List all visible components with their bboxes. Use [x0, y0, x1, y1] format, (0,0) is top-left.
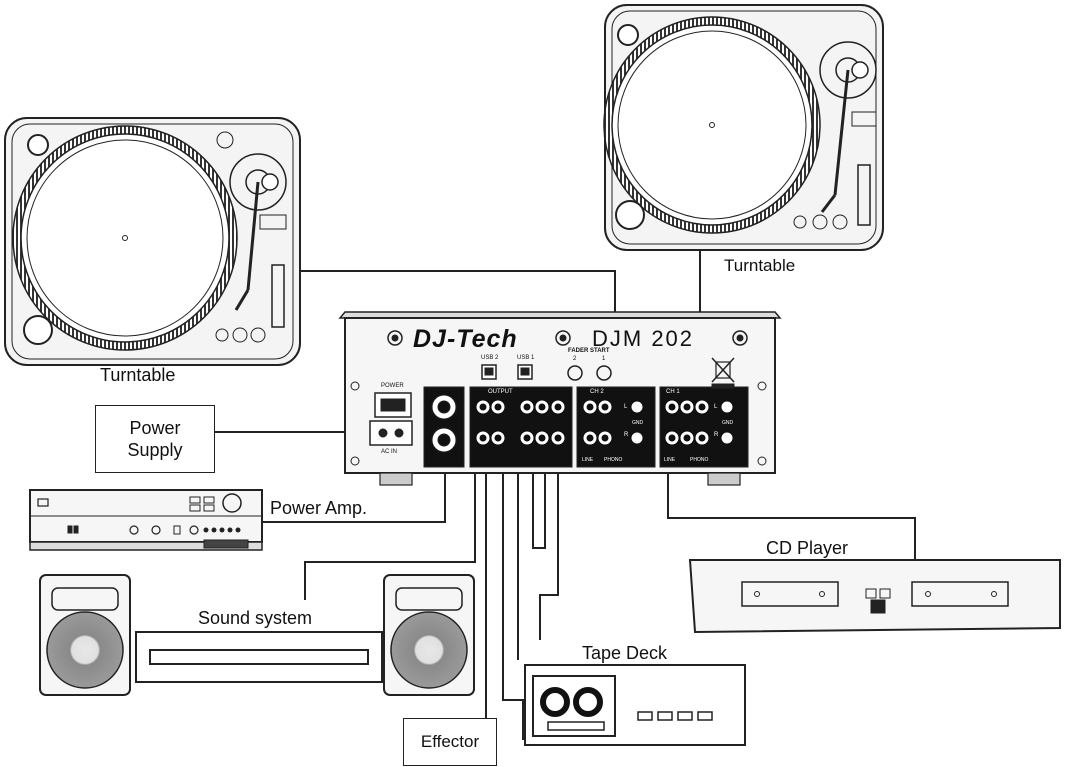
gnd-terminal — [720, 431, 734, 445]
rca-jack-center — [586, 403, 594, 411]
speaker-right-icon — [383, 574, 475, 696]
cable-power-amp — [262, 470, 446, 523]
ch2-label: CH 2 — [590, 389, 604, 395]
turntable-left-icon — [4, 117, 301, 366]
usb2-label: USB 2 — [481, 355, 499, 361]
ch1-phono-label: PHONO — [690, 457, 709, 463]
gnd-terminal — [630, 431, 644, 445]
sound-system-label: Sound system — [198, 608, 313, 628]
tape-deck-label: Tape Deck — [582, 643, 668, 663]
ch1-label: CH 1 — [666, 389, 680, 395]
ch1-line-label: LINE — [664, 457, 676, 463]
rca-jack-center — [554, 403, 562, 411]
rca-jack-center — [479, 403, 487, 411]
speaker-left-icon — [39, 574, 131, 696]
receiver-icon — [135, 631, 383, 683]
cable-effector-2 — [502, 470, 524, 740]
usb1-label: USB 1 — [517, 355, 535, 361]
rca-jack-center — [494, 434, 502, 442]
power-amp-label: Power Amp. — [270, 498, 368, 518]
rca-jack-center — [601, 403, 609, 411]
cable-tape-deck-3 — [532, 470, 546, 549]
power-supply-label: Power Supply — [127, 418, 183, 460]
rca-jack-center — [494, 403, 502, 411]
ch2-r-label: R — [624, 432, 629, 438]
rca-jack-center — [698, 434, 706, 442]
cable-sound-system — [304, 470, 476, 600]
turntable-right-icon — [603, 4, 884, 251]
fader-2-label: 2 — [573, 356, 577, 362]
rca-jack-center — [586, 434, 594, 442]
rca-jack-center — [668, 403, 676, 411]
rca-jack-center — [683, 434, 691, 442]
mixer-icon — [338, 311, 782, 486]
turntable-right-label: Turntable — [724, 256, 796, 275]
ch2-gnd-label: GND — [632, 420, 644, 426]
gnd-terminal — [720, 400, 734, 414]
effector-label: Effector — [420, 732, 480, 751]
turntable-left-label: Turntable — [100, 365, 176, 385]
output-label: OUTPUT — [488, 389, 513, 395]
cd-player-icon — [688, 559, 1061, 634]
ch1-r-label: R — [714, 432, 719, 438]
mixer-model: DJM 202 — [592, 326, 695, 351]
mixer-brand: DJ-Tech — [413, 325, 518, 353]
rca-jack-center — [554, 434, 562, 442]
power-supply-box: Power Supply — [95, 405, 215, 473]
rca-jack-center — [538, 434, 546, 442]
ch1-gnd-label: GND — [722, 420, 734, 426]
cable-cd-player — [667, 470, 916, 560]
rca-jack-center — [601, 434, 609, 442]
rca-jack-center — [683, 403, 691, 411]
rca-jack-center — [538, 403, 546, 411]
cable-tape-deck-1 — [539, 470, 559, 640]
fader-start-label: FADER START — [568, 348, 610, 354]
ch2-phono-label: PHONO — [604, 457, 623, 463]
rca-jack-center — [523, 434, 531, 442]
power-switch-label: POWER — [381, 383, 404, 389]
ch1-l-label: L — [714, 404, 718, 410]
fader-1-label: 1 — [602, 356, 606, 362]
ch2-l-label: L — [624, 404, 628, 410]
rca-jack-center — [668, 434, 676, 442]
ch2-line-label: LINE — [582, 457, 594, 463]
amplifier-icon — [29, 489, 263, 551]
effector-box: Effector — [403, 718, 497, 766]
rca-jack-center — [479, 434, 487, 442]
cd-player-label: CD Player — [766, 538, 849, 558]
gnd-terminal — [630, 400, 644, 414]
rca-jack-center — [698, 403, 706, 411]
rca-jack-center — [523, 403, 531, 411]
tape-deck-icon — [524, 664, 746, 746]
ac-in-label: AC IN — [381, 449, 398, 455]
